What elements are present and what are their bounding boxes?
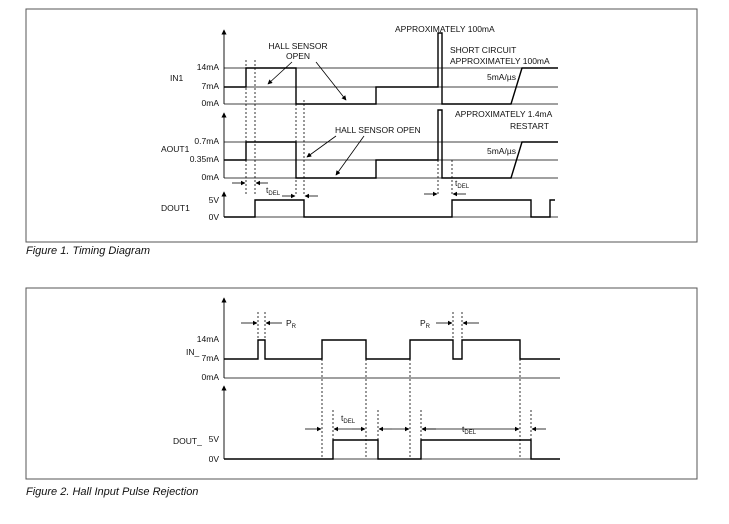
pr1-label: PR	[286, 318, 297, 330]
in-level-7ma: 7mA	[202, 353, 220, 363]
aout1-waveform	[221, 109, 558, 179]
dout-level-0v: 0V	[209, 454, 220, 464]
figure1-caption: Figure 1. Timing Diagram	[26, 245, 150, 257]
pr2-label: PR	[420, 318, 431, 330]
aout1-level-0ma: 0mA	[202, 172, 220, 182]
hall-open-arrow-2	[315, 61, 347, 101]
figure2-frame	[25, 287, 698, 480]
in1-label: IN1	[170, 73, 184, 83]
short-circuit-label-a: SHORT CIRCUIT	[450, 45, 516, 55]
tdel-f2-label-2: tDEL	[462, 424, 477, 436]
slew-in-label: 5mA/µs	[487, 72, 516, 82]
figure2-caption: Figure 2. Hall Input Pulse Rejection	[26, 486, 198, 498]
in1-level-14ma: 14mA	[197, 62, 220, 72]
slew-aout-label: 5mA/µs	[487, 146, 516, 156]
dout-label: DOUT_	[173, 436, 202, 446]
figure2-guides	[321, 359, 532, 459]
approx-14ma-label: APPROXIMATELY 1.4mA	[455, 109, 553, 119]
in1-waveform	[221, 29, 558, 105]
in1-level-0ma: 0mA	[202, 98, 220, 108]
in-label: IN_	[186, 347, 200, 357]
in-waveform	[221, 297, 560, 379]
aout1-level-07ma: 0.7mA	[194, 136, 219, 146]
in-level-14ma: 14mA	[197, 334, 220, 344]
approx-100ma-label: APPROXIMATELY 100mA	[395, 24, 495, 34]
aout1-label: AOUT1	[161, 144, 190, 154]
dout1-label: DOUT1	[161, 203, 190, 213]
hall-open-label-2: HALL SENSOR OPEN	[335, 125, 421, 135]
hall-open-label-b: OPEN	[286, 51, 310, 61]
restart-label: RESTART	[510, 121, 549, 131]
hall-open-arrow-1	[267, 61, 293, 85]
figure1-frame	[25, 8, 698, 243]
tdel1-label: tDEL	[266, 185, 281, 197]
tdel-f2-label-1: tDEL	[341, 413, 356, 425]
hall-open-arrow-3	[306, 135, 337, 158]
in-level-0ma: 0mA	[202, 372, 220, 382]
short-circuit-label-b: APPROXIMATELY 100mA	[450, 56, 550, 66]
hall-open-label-a: HALL SENSOR	[268, 41, 327, 51]
in1-level-7ma: 7mA	[202, 81, 220, 91]
dout1-waveform	[221, 191, 558, 218]
hall-open-arrow-4	[335, 135, 365, 176]
dout1-level-0v: 0V	[209, 212, 220, 222]
dout1-level-5v: 5V	[209, 195, 220, 205]
figure1-guides	[245, 60, 453, 196]
dout-waveform	[221, 385, 560, 460]
aout1-level-035ma: 0.35mA	[190, 154, 220, 164]
dout-level-5v: 5V	[209, 434, 220, 444]
tdel2-label: tDEL	[455, 178, 470, 190]
